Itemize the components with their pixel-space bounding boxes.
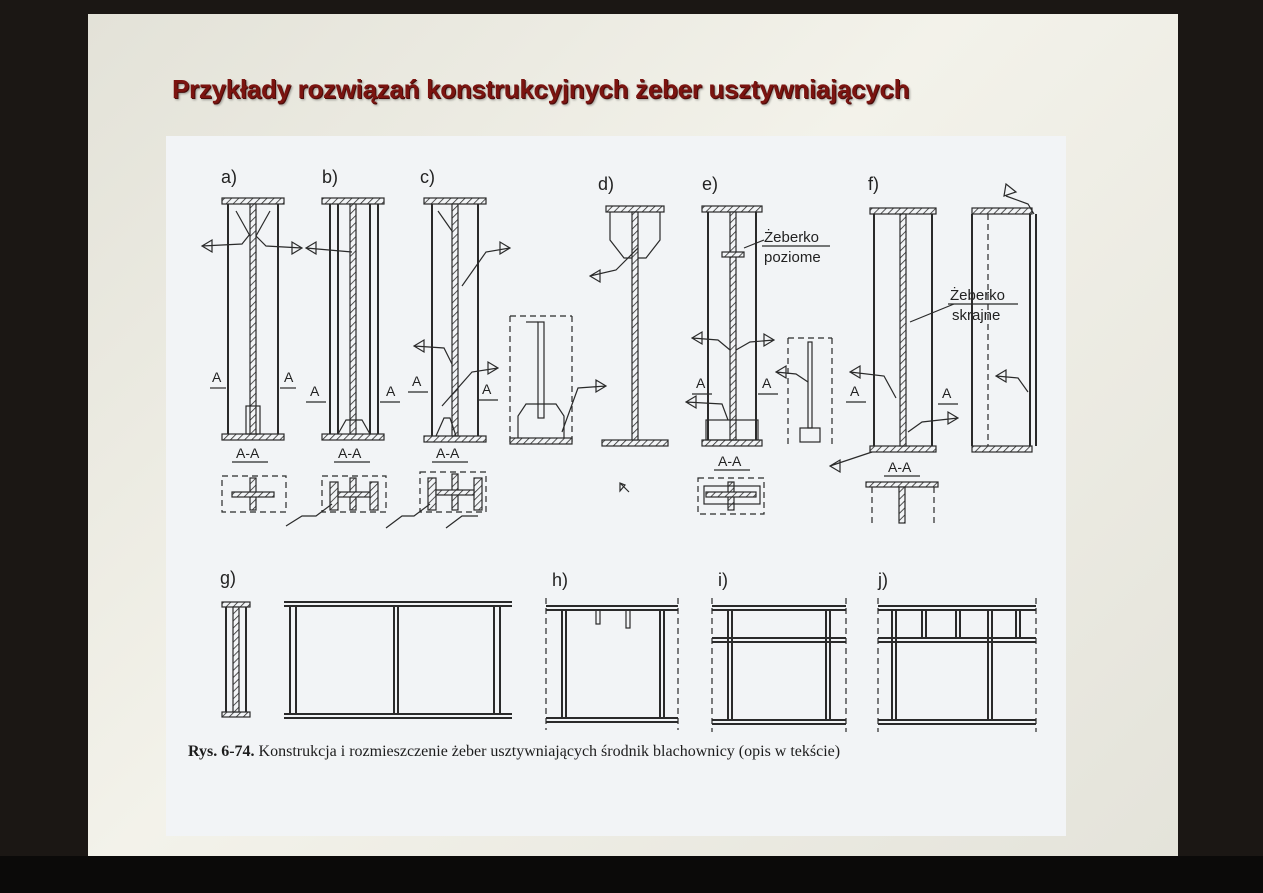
caption-text: Konstrukcja i rozmieszczenie żeber uszty… [258,743,841,760]
detail-h: h) [545,570,679,730]
figure-panel: a) A A A-A [166,136,1066,836]
section-mark-f1: A [850,383,860,399]
section-mark-f2: A [942,385,952,401]
section-mark-a1: A [212,369,222,385]
detail-section-web [509,315,608,446]
detail-d: d) [588,174,669,493]
section-mark-c2: A [482,381,492,397]
section-mark-c1: A [412,373,422,389]
bottom-flange [221,433,285,441]
detail-f: f) Żeberko skrajne A A A-A [828,174,1037,524]
label-g: g) [220,568,236,588]
detail-c: c) A A A-A [385,167,512,529]
web [249,203,257,435]
projection-screen: Przykłady rozwiązań konstrukcyjnych żebe… [88,14,1178,856]
note-zeberko-poziome-2: poziome [764,249,821,266]
section-mark-e2: A [762,375,772,391]
figure-caption: Rys. 6-74. Konstrukcja i rozmieszczenie … [188,740,1052,765]
section-label-b: A-A [338,445,362,461]
section-mark-e1: A [696,375,706,391]
section-label-a: A-A [236,445,260,461]
stiffener-diagram: a) A A A-A [200,167,1037,732]
detail-a: a) A A A-A [200,167,304,513]
label-c: c) [420,167,435,187]
detail-j: j) [877,570,1037,732]
label-i: i) [718,570,728,590]
note-zeberko-skrajne-1: Żeberko [950,286,1005,304]
mouse-cursor-icon [619,482,630,493]
label-h: h) [552,570,568,590]
detail-g: g) [220,568,512,719]
caption-ref: Rys. 6-74. [188,743,255,760]
note-zeberko-poziome-1: Żeberko [764,228,819,246]
label-j: j) [877,570,888,590]
section-label-c: A-A [436,445,460,461]
section-label-f: A-A [888,459,912,475]
label-f: f) [868,174,879,194]
section-mark-a2: A [284,369,294,385]
detail-i: i) [711,570,847,732]
label-d: d) [598,174,614,194]
section-mark-b2: A [386,383,396,399]
detail-b: b) A A A-A [285,167,400,527]
label-b: b) [322,167,338,187]
dark-floor-area [0,856,1263,893]
top-flange [221,197,285,205]
slide-title: Przykłady rozwiązań konstrukcyjnych żebe… [172,74,910,104]
label-e: e) [702,174,718,194]
label-a: a) [221,167,237,187]
section-label-e: A-A [718,453,742,469]
detail-e: e) Żeberko poziome A A A-A [684,174,833,515]
section-mark-b1: A [310,383,320,399]
note-zeberko-skrajne-2: skrajne [952,307,1000,324]
